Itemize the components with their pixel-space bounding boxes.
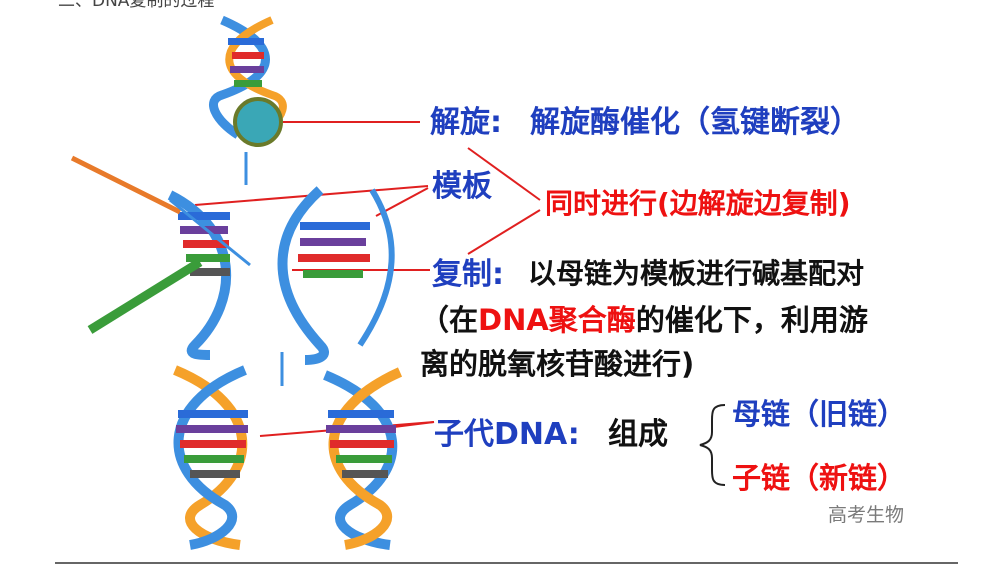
label-template: 模板 [432, 169, 492, 204]
label-daughter-desc: 组成 [608, 417, 668, 452]
leader-simul-up [467, 147, 541, 201]
label-unwind-term: 解旋: [430, 105, 502, 140]
replication-fork-left [70, 155, 251, 360]
label-parent-strand: 母链（旧链） [732, 397, 907, 431]
label-condition-line1: （在DNA聚合酶的催化下，利用游 [420, 306, 868, 335]
replication-fork-right [277, 186, 395, 365]
label-daughter-term: 子代DNA: [434, 417, 580, 452]
label-cond-enzyme: DNA聚合酶 [478, 303, 636, 337]
section-heading: 二、DNA复制的过程 [58, 0, 215, 11]
label-simultaneous: 同时进行(边解旋边复制) [545, 187, 851, 220]
label-unwind-desc: 解旋酶催化（氢键断裂） [530, 105, 860, 140]
label-replicate-desc: 以母链为模板进行碱基配对 [528, 257, 865, 290]
daughter-dna-right [323, 367, 403, 550]
label-condition-line2: 离的脱氧核苷酸进行) [420, 347, 695, 381]
bottom-rule [55, 562, 958, 564]
label-cond-rest: 的催化下，利用游 [635, 303, 868, 337]
helicase-enzyme [233, 97, 283, 147]
label-cond-open: （在 [420, 303, 479, 337]
daughter-dna-left [173, 365, 248, 550]
leader-simul-down [467, 209, 541, 255]
label-replicate-term: 复制: [432, 257, 504, 292]
brace [699, 404, 726, 486]
label-daughter-strand: 子链（新链） [732, 461, 907, 495]
watermark: 高考生物 [828, 504, 905, 526]
